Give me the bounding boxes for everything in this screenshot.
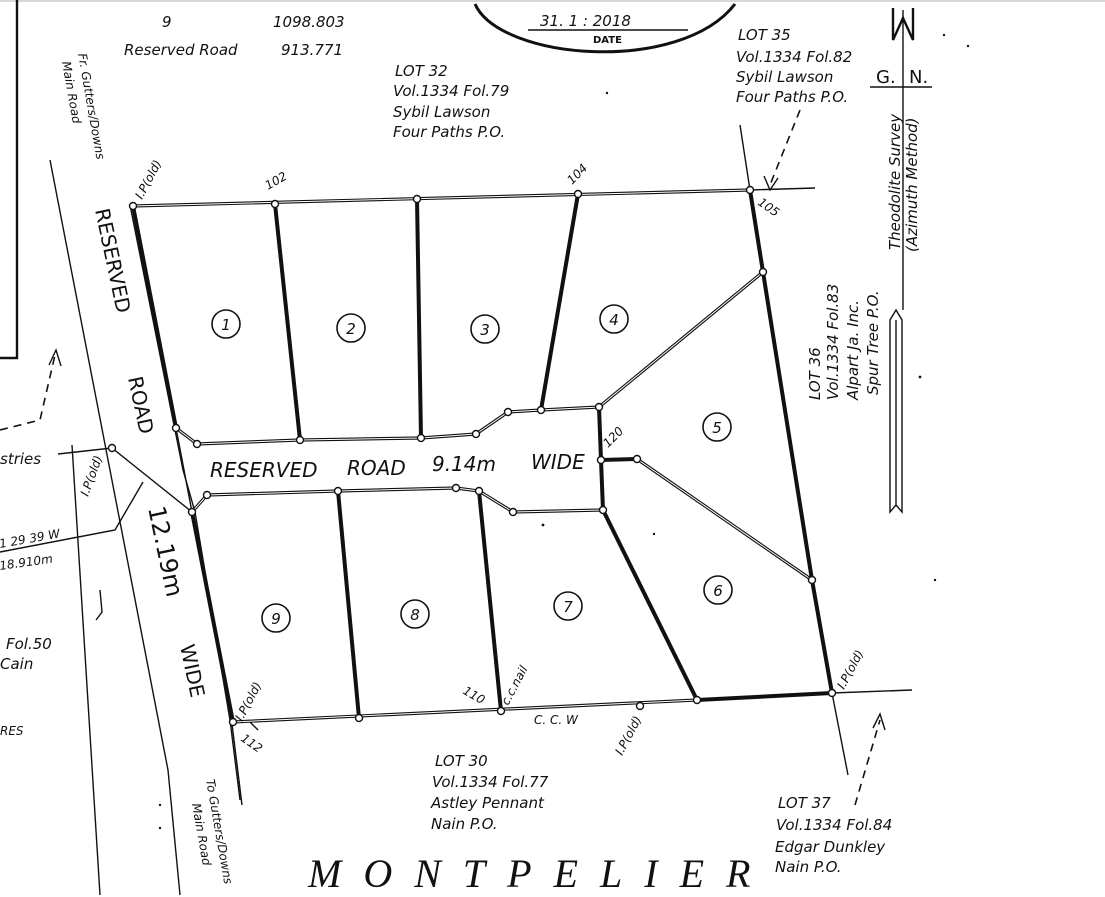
- area-row-value: 913.771: [281, 41, 343, 59]
- fragment-bearing: 1 29 39 W: [0, 526, 62, 551]
- adjoining-lot-37: LOT 37 Vol.1334 Fol.84 Edgar Dunkley Nai…: [775, 794, 892, 876]
- grid-north-arrow: G. N. Theodolite Survey (Azimuth Method): [870, 8, 932, 514]
- svg-text:3: 3: [480, 321, 490, 339]
- peg-ip-old-label: I.P(old): [232, 680, 264, 724]
- survey-method-line1: Theodolite Survey: [886, 113, 904, 250]
- fragment-industries: stries: [0, 450, 41, 468]
- peg-ip-old-label: I.P(old): [834, 648, 866, 692]
- svg-text:Vol.1334 Fol.77: Vol.1334 Fol.77: [432, 773, 549, 791]
- svg-text:8: 8: [410, 606, 420, 624]
- fragment-acres: RES: [0, 724, 24, 738]
- road-width-label: 12.19m: [142, 503, 189, 599]
- svg-text:Nain P.O.: Nain P.O.: [775, 858, 842, 876]
- svg-text:LOT 32: LOT 32: [395, 62, 448, 80]
- district-title: MONTPELIER: [307, 851, 772, 896]
- lot-1: 1: [211, 309, 241, 339]
- peg-120-label: 120: [600, 424, 626, 450]
- fragment-distance: 18.910m: [0, 552, 54, 573]
- stamp-date: 31. 1 : 2018: [540, 12, 631, 30]
- svg-text:9: 9: [271, 610, 281, 628]
- fragment-folio: Fol.50: [6, 635, 52, 653]
- road-label-reserved: RESERVED: [90, 206, 136, 315]
- svg-text:4: 4: [609, 311, 619, 329]
- lot-5: 5: [702, 412, 732, 442]
- lot-dividers: [273, 193, 699, 719]
- adjoining-lot-35: LOT 35 Vol.1334 Fol.82 Sybil Lawson Four…: [736, 26, 852, 106]
- svg-text:Astley Pennant: Astley Pennant: [430, 794, 545, 812]
- fragment-owner: Cain: [0, 655, 33, 673]
- internal-road-wide: WIDE: [531, 450, 585, 474]
- svg-text:LOT 30: LOT 30: [435, 752, 488, 770]
- svg-text:Sybil Lawson: Sybil Lawson: [736, 68, 833, 86]
- survey-pegs: [107, 185, 837, 727]
- peg-112-label: 112: [238, 731, 265, 756]
- area-row-label: 9: [162, 13, 172, 31]
- peg-105-label: 105: [755, 195, 782, 220]
- tie-lines: [0, 444, 193, 896]
- road-label-road: ROAD: [123, 374, 159, 436]
- svg-text:LOT 35: LOT 35: [738, 26, 791, 44]
- svg-text:7: 7: [563, 598, 573, 616]
- lot-9: 9: [261, 603, 291, 633]
- internal-road-width: 9.14m: [432, 452, 496, 476]
- svg-text:Vol.1334 Fol.84: Vol.1334 Fol.84: [776, 816, 892, 834]
- left-edge-fragments: stries 1 29 39 W 18.910m Fol.50 Cain RES: [0, 450, 62, 738]
- svg-text:Vol.1334 Fol.79: Vol.1334 Fol.79: [393, 82, 509, 100]
- ccw-label: C. C. W: [534, 713, 579, 727]
- road-label-wide: WIDE: [175, 642, 210, 700]
- survey-method-line2: (Azimuth Method): [903, 117, 921, 252]
- peg-110-label: 110: [461, 683, 488, 707]
- svg-text:Edgar Dunkley: Edgar Dunkley: [775, 838, 886, 856]
- area-row-label: Reserved Road: [124, 41, 238, 59]
- svg-text:6: 6: [713, 582, 723, 600]
- scan-top-edge: [0, 0, 1105, 2]
- lot-8: 8: [400, 599, 430, 629]
- svg-text:2: 2: [346, 320, 356, 338]
- svg-text:Four Paths P.O.: Four Paths P.O.: [393, 123, 505, 141]
- internal-road-road: ROAD: [347, 456, 406, 480]
- peg-ip-old-label: I.P(old): [78, 454, 106, 498]
- peg-102-label: 102: [263, 169, 290, 193]
- peg-104-label: 104: [564, 161, 590, 187]
- lot-4: 4: [599, 304, 629, 334]
- south-boundary: [232, 689, 913, 724]
- pointer-arrows: [0, 109, 886, 806]
- area-row-value: 1098.803: [273, 13, 345, 31]
- adjoining-lot-32: LOT 32 Vol.1334 Fol.79 Sybil Lawson Four…: [393, 62, 509, 141]
- scan-specks: [158, 33, 970, 830]
- svg-text:LOT 36: LOT 36: [806, 347, 824, 400]
- area-table: 9 1098.803 Reserved Road 913.771: [124, 13, 345, 59]
- west-boundary: [131, 205, 235, 723]
- internal-road-reserved: RESERVED: [210, 458, 317, 482]
- peg-ip-old-label: I.P(old): [612, 714, 644, 758]
- svg-text:Sybil Lawson: Sybil Lawson: [393, 103, 490, 121]
- lot-2: 2: [336, 313, 366, 343]
- svg-text:Nain P.O.: Nain P.O.: [431, 815, 498, 833]
- east-boundary: [748, 189, 849, 776]
- lot-6: 6: [703, 575, 733, 605]
- svg-text:Alpart Ja. Inc.: Alpart Ja. Inc.: [844, 300, 862, 401]
- lot-3: 3: [470, 314, 500, 344]
- adjoining-lot-30: LOT 30 Vol.1334 Fol.77 Astley Pennant Na…: [430, 752, 549, 833]
- north-label-n: N.: [909, 67, 928, 88]
- svg-text:Spur Tree P.O.: Spur Tree P.O.: [864, 290, 882, 395]
- svg-text:Vol.1334 Fol.82: Vol.1334 Fol.82: [736, 48, 852, 66]
- north-label-g: G.: [876, 67, 896, 88]
- svg-text:5: 5: [712, 419, 722, 437]
- lot-numbers: 1 2 3 4 5 6 7 8 9: [211, 304, 733, 633]
- north-boundary: [132, 124, 816, 208]
- approval-stamp: 31. 1 : 2018 DATE: [473, 3, 737, 54]
- cc-nail-label: c.c.nail: [498, 663, 531, 708]
- stamp-date-label: DATE: [593, 35, 622, 46]
- svg-text:Vol.1334 Fol.83: Vol.1334 Fol.83: [824, 284, 842, 400]
- left-frame: [0, 0, 19, 360]
- adjoining-lot-36: LOT 36 Vol.1334 Fol.83 Alpart Ja. Inc. S…: [806, 284, 882, 401]
- lot-7: 7: [553, 591, 583, 621]
- peg-ip-old-label: I.P(old): [132, 158, 164, 202]
- svg-text:LOT 37: LOT 37: [778, 794, 831, 812]
- svg-text:1: 1: [221, 316, 231, 334]
- svg-text:Four Paths P.O.: Four Paths P.O.: [736, 88, 848, 106]
